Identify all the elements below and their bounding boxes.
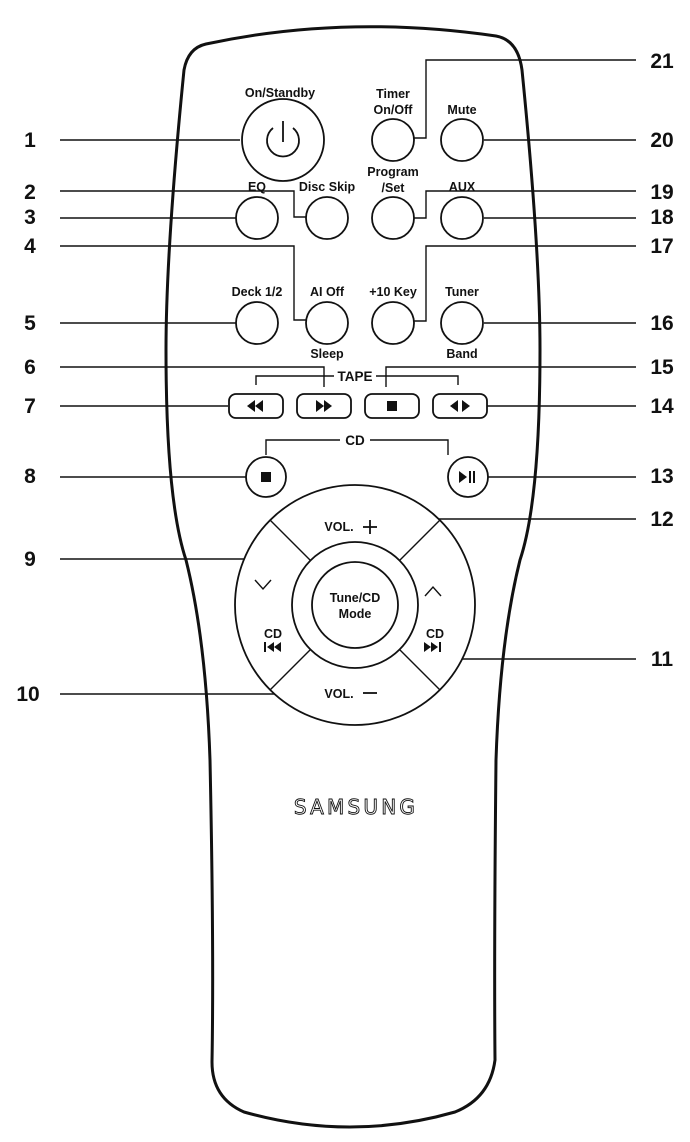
tape-section-label: TAPE	[337, 369, 372, 384]
callout-number: 7	[24, 395, 36, 418]
volume-down-button[interactable]: VOL.	[300, 670, 410, 710]
callout-number: 9	[24, 548, 36, 571]
d-pad-divider	[269, 519, 311, 561]
tune-cd-mode-label-line2: Mode	[339, 607, 372, 621]
callout-number: 11	[651, 648, 674, 671]
power-icon	[266, 121, 300, 158]
callout-number: 4	[24, 235, 36, 258]
band-label: Band	[446, 347, 477, 361]
reverse-play-icon	[450, 400, 470, 412]
cd-stop-button[interactable]	[245, 456, 287, 498]
callout-number: 19	[650, 181, 673, 204]
tape-bracket	[255, 375, 459, 385]
tape-reverse-play-button[interactable]	[432, 393, 488, 419]
program-set-button[interactable]	[371, 196, 415, 240]
cd-play-pause-button[interactable]	[447, 456, 489, 498]
tuner-label: Tuner	[445, 285, 479, 299]
volume-up-label: VOL.	[324, 520, 353, 534]
volume-down-label: VOL.	[324, 687, 353, 701]
plus-icon	[363, 520, 377, 534]
callout-number: 17	[650, 235, 673, 258]
cd-bracket	[265, 439, 449, 455]
program-label-line2: /Set	[382, 181, 406, 195]
cd-skip-back-label: CD	[264, 627, 282, 641]
sleep-label: Sleep	[310, 347, 344, 361]
disc-skip-button[interactable]	[305, 196, 349, 240]
d-pad-divider	[269, 649, 311, 691]
callout-number: 2	[24, 181, 36, 204]
deck-label: Deck 1/2	[232, 285, 283, 299]
callout-number: 8	[24, 465, 36, 488]
timer-on-off-button[interactable]	[371, 118, 415, 162]
ai-off-sleep-button[interactable]	[305, 301, 349, 345]
on-standby-button[interactable]	[241, 98, 325, 182]
tune-up-skip-forward-button[interactable]: CD	[420, 560, 470, 660]
callout-number: 10	[16, 683, 39, 706]
eq-label: EQ	[248, 180, 266, 194]
callout-number: 5	[24, 312, 36, 335]
d-pad-divider	[399, 519, 441, 561]
skip-back-icon	[264, 642, 281, 652]
play-pause-icon	[459, 471, 475, 483]
callout-number: 21	[650, 50, 674, 73]
tape-rewind-button[interactable]	[228, 393, 284, 419]
tune-cd-mode-label-line1: Tune/CD	[330, 591, 380, 605]
callout-number: 18	[650, 206, 674, 229]
ai-off-label: AI Off	[310, 285, 345, 299]
rewind-icon	[247, 400, 263, 412]
timer-label-line1: Timer	[376, 87, 410, 101]
plus10-key-label: +10 Key	[369, 285, 417, 299]
on-standby-label: On/Standby	[245, 86, 315, 100]
tune-cd-mode-button[interactable]: Tune/CD Mode	[311, 561, 399, 649]
callout-number: 12	[650, 508, 673, 531]
cd-section-label: CD	[345, 433, 365, 448]
chevron-up-icon	[424, 585, 442, 597]
eq-button[interactable]	[235, 196, 279, 240]
stop-icon	[387, 401, 397, 411]
callout-number: 20	[650, 129, 673, 152]
deck-1-2-button[interactable]	[235, 301, 279, 345]
aux-button[interactable]	[440, 196, 484, 240]
samsung-logo: SAMSUNG	[294, 795, 418, 819]
skip-forward-icon	[424, 642, 441, 652]
disc-skip-label: Disc Skip	[299, 180, 356, 194]
tune-down-skip-back-button[interactable]: CD	[240, 560, 290, 660]
program-label-line1: Program	[367, 165, 418, 179]
callout-number: 14	[650, 395, 674, 418]
d-pad-divider	[399, 649, 441, 691]
cd-skip-forward-label: CD	[426, 627, 444, 641]
tuner-band-button[interactable]	[440, 301, 484, 345]
chevron-down-icon	[254, 579, 272, 591]
fast-forward-icon	[316, 400, 332, 412]
stop-icon	[261, 472, 271, 482]
mute-button[interactable]	[440, 118, 484, 162]
timer-label-line2: On/Off	[374, 103, 414, 117]
volume-up-button[interactable]: VOL.	[300, 500, 410, 540]
callout-number: 3	[24, 206, 36, 229]
callout-number: 1	[24, 129, 36, 152]
callout-number: 13	[650, 465, 673, 488]
plus10-key-button[interactable]	[371, 301, 415, 345]
mute-label: Mute	[447, 103, 476, 117]
tape-fast-forward-button[interactable]	[296, 393, 352, 419]
aux-label: AUX	[449, 180, 476, 194]
callout-number: 6	[24, 356, 36, 379]
callout-number: 16	[650, 312, 673, 335]
tape-stop-button[interactable]	[364, 393, 420, 419]
callout-number: 15	[650, 356, 674, 379]
